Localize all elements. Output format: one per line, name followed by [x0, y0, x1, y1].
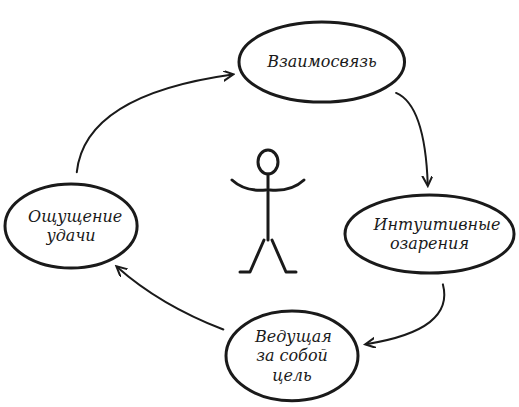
ellipse-node: Ведущая за собой цель — [224, 309, 360, 403]
cycle-arrow — [396, 93, 428, 185]
ellipse-node: Интуитивные озарения — [343, 193, 516, 275]
node-label: Ведущая за собой цель — [255, 327, 329, 385]
ellipse-node: Ощущение удачи — [3, 182, 139, 270]
cycle-arrow — [77, 74, 233, 172]
ellipse-node: Взаимосвязь — [237, 20, 407, 104]
node-label: Взаимосвязь — [267, 52, 377, 71]
node-label: Ощущение удачи — [28, 207, 114, 245]
cycle-arrow — [366, 284, 444, 344]
cycle-arrow — [117, 267, 223, 330]
node-label: Интуитивные озарения — [373, 215, 485, 253]
